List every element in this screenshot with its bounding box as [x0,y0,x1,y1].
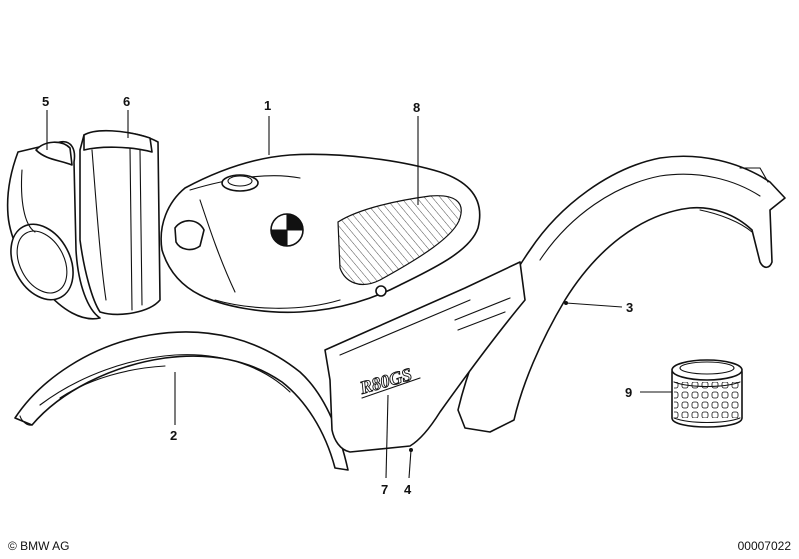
callout-3: 3 [626,300,633,315]
callout-labels: 1 2 3 4 5 6 7 8 9 [42,94,633,497]
copyright-notice: © BMW AG [8,539,70,553]
callout-9: 9 [625,385,632,400]
part-4-side-cover [324,261,526,453]
callout-6: 6 [123,94,130,109]
callout-4: 4 [404,482,412,497]
callout-1: 1 [264,98,271,113]
part-8-tank-decal [337,195,462,285]
callout-7: 7 [381,482,388,497]
part-2-front-mudguard [14,331,349,471]
leader-lines [46,110,672,479]
callout-5: 5 [42,94,49,109]
callout-2: 2 [170,428,177,443]
part-6-rubber-sleeve [79,129,161,316]
callout-8: 8 [413,100,420,115]
part-5-intake-cover [6,140,101,320]
part-9-paint-tin [671,359,743,428]
diagram-reference-number: 00007022 [737,539,791,553]
part-1-fuel-tank [160,153,481,314]
